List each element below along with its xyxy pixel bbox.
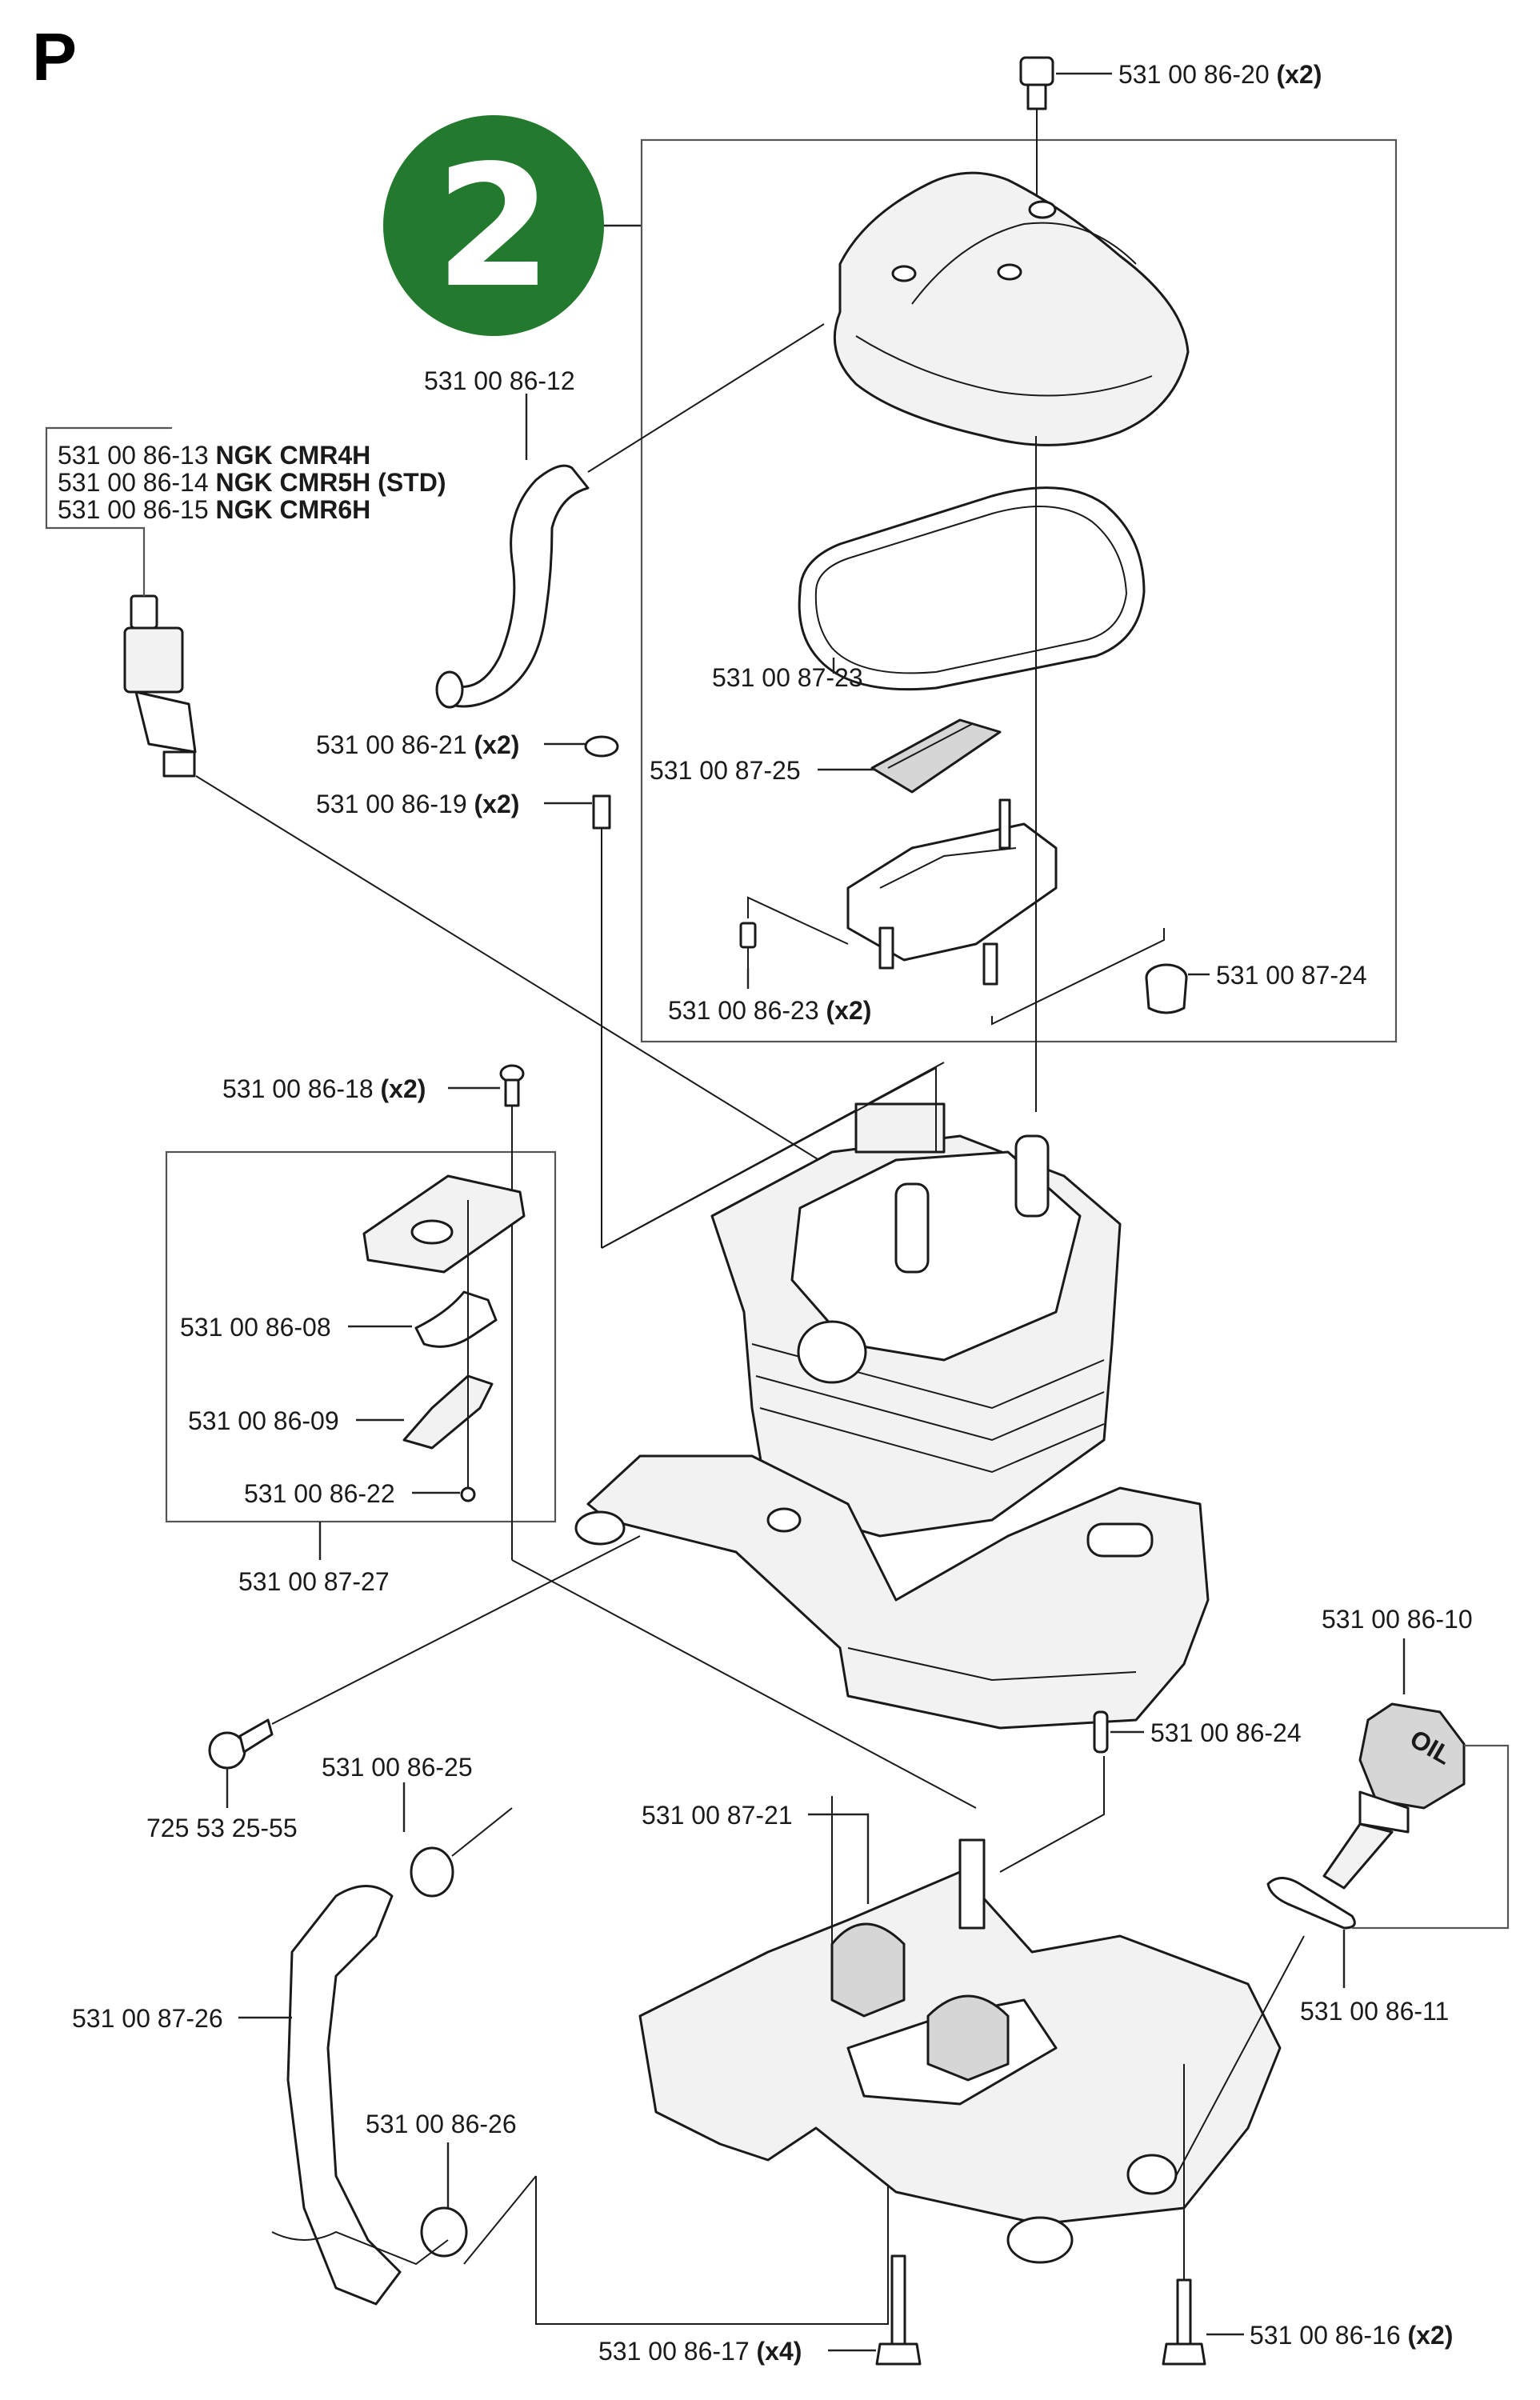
label-87-21: 531 00 87-21 xyxy=(642,1801,793,1830)
crankcase-upper xyxy=(574,1454,1210,1730)
label-86-23: 531 00 86-23 (x2) xyxy=(668,996,871,1025)
label-86-26: 531 00 86-26 xyxy=(366,2110,517,2138)
label-86-10: 531 00 86-10 xyxy=(1322,1605,1473,1634)
spark-plug-option-1: 531 00 86-13 NGK CMR4H xyxy=(58,441,370,470)
breather-hose xyxy=(435,323,825,709)
label-86-12: 531 00 86-12 xyxy=(424,366,575,395)
label-87-27: 531 00 87-27 xyxy=(238,1567,390,1596)
intake-group-box xyxy=(165,1150,557,1523)
label-725-53-25-55: 725 53 25-55 xyxy=(146,1814,298,1842)
label-86-08: 531 00 86-08 xyxy=(180,1313,331,1342)
badge-circle xyxy=(383,115,604,336)
crankcase-lower xyxy=(638,1796,1282,2264)
label-86-16: 531 00 86-16 (x2) xyxy=(1250,2321,1453,2350)
intake-plates xyxy=(362,1174,526,1502)
clamps-and-tube xyxy=(271,1807,889,2325)
bracket-screw xyxy=(739,896,849,968)
label-86-11: 531 00 86-11 xyxy=(1300,1997,1449,2026)
label-86-20: 531 00 86-20 (x2) xyxy=(1118,60,1322,89)
label-87-25: 531 00 87-25 xyxy=(650,756,801,785)
leader-87-21 xyxy=(808,1813,870,1904)
spark-plug xyxy=(123,594,833,1169)
oil-filler-cap: OIL xyxy=(1175,1702,1510,2177)
label-86-17: 531 00 86-17 (x4) xyxy=(598,2337,802,2366)
label-86-18: 531 00 86-18 (x2) xyxy=(222,1074,426,1103)
valve-cover-group-box xyxy=(640,138,1398,1043)
dowel-pin xyxy=(999,1710,1109,1873)
muffler-bolt xyxy=(208,1535,641,1770)
label-87-23: 531 00 87-23 xyxy=(712,663,863,692)
valve-cover-screw xyxy=(1019,56,1054,214)
label-86-09: 531 00 86-09 xyxy=(188,1406,339,1435)
cylinder xyxy=(601,1066,1122,1538)
crankcase-bolts xyxy=(875,2064,1206,2366)
label-86-24: 531 00 86-24 xyxy=(1150,1718,1302,1747)
valve-cover xyxy=(833,171,1190,446)
label-86-21: 531 00 86-21 (x2) xyxy=(316,730,519,759)
label-86-22: 531 00 86-22 xyxy=(244,1479,395,1508)
spark-plug-option-3: 531 00 86-15 NGK CMR6H xyxy=(58,495,370,524)
rocker-arm-bracket xyxy=(846,798,1058,986)
spark-plug-label-group: 531 00 86-13 NGK CMR4H 531 00 86-14 NGK … xyxy=(45,426,446,596)
valve-cover-gasket xyxy=(798,486,1146,691)
label-86-19: 531 00 86-19 (x2) xyxy=(316,790,519,818)
section-badge: 2 xyxy=(383,115,642,336)
label-87-26: 531 00 87-26 xyxy=(72,2004,223,2033)
page-letter: P xyxy=(32,19,77,94)
breather-filter xyxy=(870,718,1002,794)
label-86-25: 531 00 86-25 xyxy=(322,1753,473,1782)
label-87-24: 531 00 87-24 xyxy=(1216,961,1367,990)
intake-screw xyxy=(499,1064,977,1809)
spark-plug-option-2: 531 00 86-14 NGK CMR5H (STD) xyxy=(58,468,446,497)
badge-number: 2 xyxy=(435,129,552,325)
valve-spring-cap xyxy=(991,436,1188,1112)
